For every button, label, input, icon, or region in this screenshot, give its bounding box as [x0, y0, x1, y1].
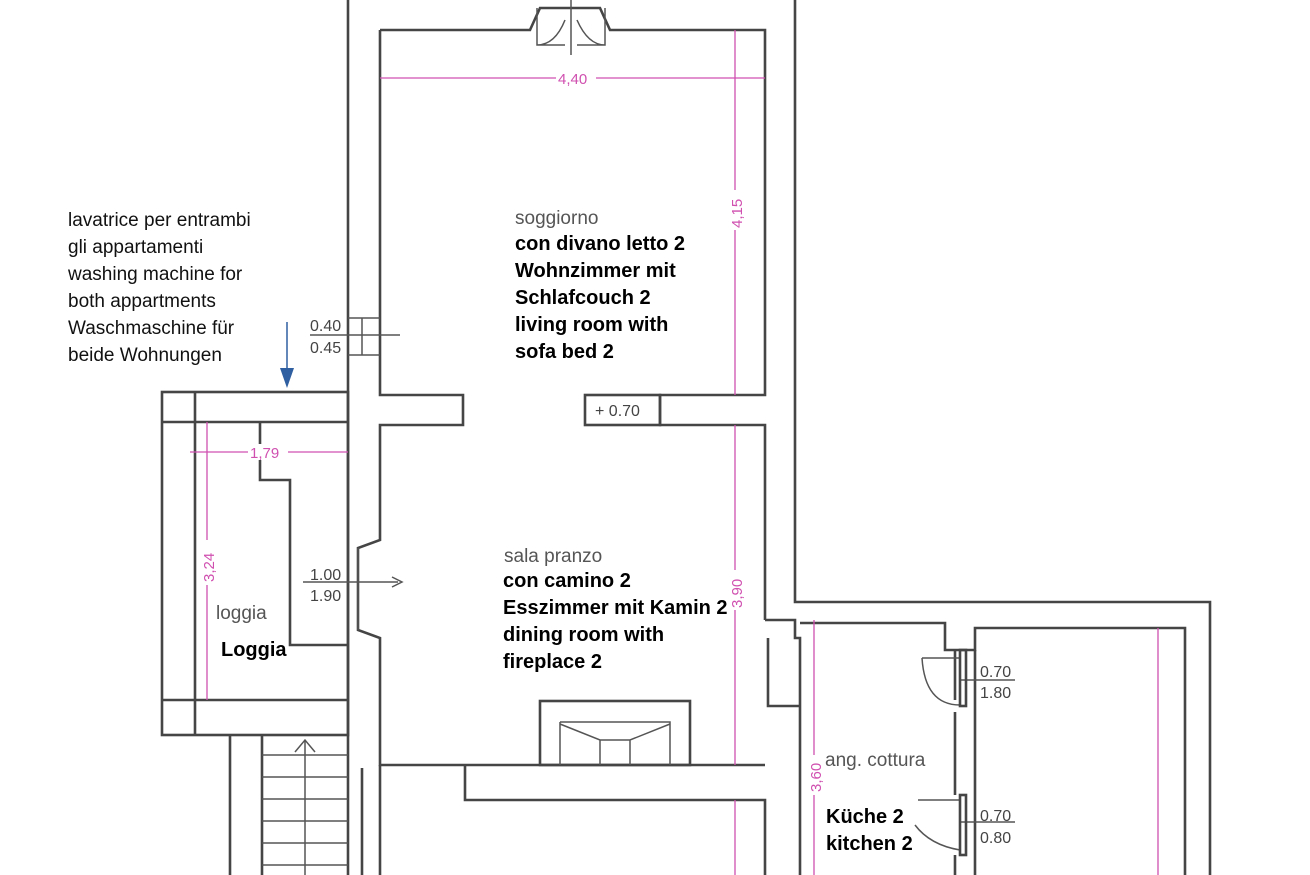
dim-loggia-depth: 3,24: [201, 553, 218, 582]
washing-machine-note: lavatrice per entrambi gli appartamenti …: [67, 210, 251, 366]
note-line: Waschmaschine für: [68, 318, 235, 339]
door-kitchen-2-width: 0.70: [980, 808, 1011, 825]
washing-machine-arrow-icon: [280, 322, 294, 388]
dim-living-depth: 4,15: [729, 199, 746, 228]
loggia-label: Loggia: [221, 639, 287, 661]
dimension-lines: [190, 30, 1159, 875]
level-marker: + 0.70: [595, 403, 640, 420]
dining-room-label: sala pranzo con camino 2 Esszimmer mit K…: [503, 546, 728, 673]
room-line: fireplace 2: [503, 651, 602, 673]
room-line: Wohnzimmer mit: [515, 260, 676, 282]
room-name: sala pranzo: [504, 546, 602, 567]
room-line: con divano letto 2: [515, 233, 685, 255]
room-line: Esszimmer mit Kamin 2: [503, 597, 728, 619]
kitchen-line: kitchen 2: [826, 833, 913, 855]
door-loggia-width: 1.00: [310, 567, 341, 584]
note-line: beide Wohnungen: [68, 345, 222, 366]
note-line: lavatrice per entrambi: [68, 210, 251, 231]
door-loggia-height: 1.90: [310, 588, 341, 605]
room-line: living room with: [515, 314, 668, 336]
door-kitchen-2-height: 0.80: [980, 830, 1011, 847]
living-room-label: soggiorno con divano letto 2 Wohnzimmer …: [515, 208, 685, 363]
loggia-name: loggia: [216, 603, 267, 624]
door-kitchen-1-width: 0.70: [980, 664, 1011, 681]
room-line: sofa bed 2: [515, 341, 614, 363]
kitchen-line: Küche 2: [826, 806, 904, 828]
window-left-width: 0.40: [310, 318, 341, 335]
dim-dining-depth: 3,90: [729, 579, 746, 608]
dim-kitchen-depth: 3,60: [808, 763, 825, 792]
dim-living-width: 4,40: [558, 71, 587, 88]
window-left-height: 0.45: [310, 340, 341, 357]
room-name: soggiorno: [515, 208, 598, 229]
room-line: Schlafcouch 2: [515, 287, 651, 309]
dim-loggia-width: 1,79: [250, 445, 279, 462]
note-line: gli appartamenti: [68, 237, 203, 258]
note-line: washing machine for: [67, 264, 243, 285]
walls: [160, 0, 1212, 875]
door-kitchen-1-height: 1.80: [980, 685, 1011, 702]
room-line: dining room with: [503, 624, 664, 646]
room-line: con camino 2: [503, 570, 631, 592]
note-line: both appartments: [68, 291, 216, 312]
kitchen-name: ang. cottura: [825, 750, 926, 771]
